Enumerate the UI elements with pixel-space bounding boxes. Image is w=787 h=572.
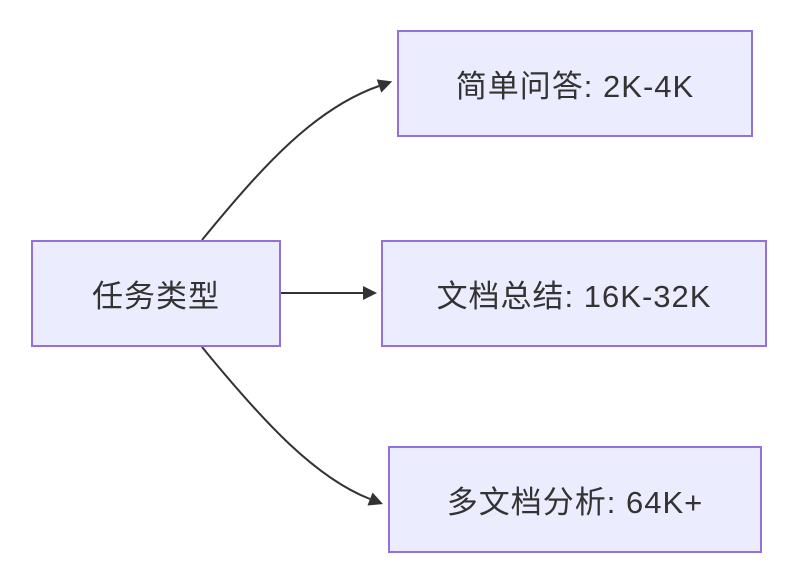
node-task-type: 任务类型 — [31, 240, 281, 347]
node-doc-summary: 文档总结: 16K-32K — [381, 240, 767, 347]
edge-task-to-simple-qa — [201, 79, 393, 241]
node-task-type-label: 任务类型 — [92, 279, 220, 314]
node-doc-summary-label: 文档总结: 16K-32K — [436, 279, 712, 314]
node-simple-qa: 简单问答: 2K-4K — [397, 30, 753, 137]
node-multi-doc-analysis-label: 多文档分析: 64K+ — [446, 485, 704, 520]
node-simple-qa-label: 简单问答: 2K-4K — [455, 69, 695, 104]
node-multi-doc-analysis: 多文档分析: 64K+ — [388, 446, 762, 553]
edge-task-to-multi-doc — [201, 346, 384, 506]
